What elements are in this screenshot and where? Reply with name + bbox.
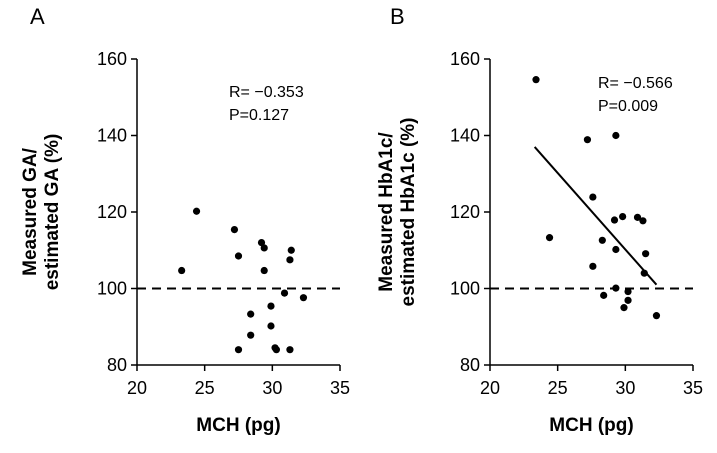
data-point [260, 266, 268, 275]
y-axis-title-line: estimated GA (%) [42, 134, 63, 291]
data-point [247, 310, 255, 318]
x-tick-label: 25 [548, 378, 568, 398]
panel-label: B [390, 4, 405, 29]
data-point [286, 256, 294, 264]
data-point [257, 239, 266, 247]
data-point [589, 193, 597, 201]
y-tick-label: 160 [450, 49, 480, 69]
data-point [612, 284, 620, 292]
y-tick-label: 120 [450, 202, 480, 222]
x-tick-label: 35 [683, 378, 703, 398]
y-axis-title-line: estimated HbA1c (%) [398, 118, 419, 307]
x-tick-label: 20 [480, 378, 500, 398]
data-point [287, 246, 295, 254]
x-tick-label: 35 [330, 378, 350, 398]
y-tick-label: 140 [450, 126, 480, 146]
y-tick-label: 120 [97, 202, 127, 222]
data-point [612, 245, 620, 254]
y-tick-label: 140 [97, 126, 127, 146]
data-point [610, 216, 619, 224]
data-point [633, 213, 642, 221]
data-point [280, 289, 289, 297]
data-point [260, 244, 268, 252]
data-point [640, 269, 648, 277]
y-tick-label: 80 [107, 355, 127, 375]
data-point [286, 346, 294, 354]
x-tick-label: 20 [127, 378, 147, 398]
x-axis-title: MCH (pg) [196, 415, 280, 436]
data-point [234, 252, 243, 260]
data-point [545, 234, 554, 242]
data-point [600, 291, 608, 299]
y-axis-title-line: Measured GA/ [20, 147, 41, 275]
data-point [272, 346, 280, 354]
data-point [619, 212, 627, 221]
x-tick-label: 30 [615, 378, 635, 398]
data-point [598, 236, 606, 244]
data-point [589, 262, 597, 270]
y-axis-title-line: Measured HbA1c/ [376, 132, 397, 292]
p-value-label: P=0.127 [229, 107, 289, 124]
y-tick-label: 100 [450, 279, 480, 299]
data-point [620, 304, 628, 312]
correlation-r-label: R= −0.566 [598, 75, 673, 92]
x-tick-label: 25 [195, 378, 215, 398]
regression-line [533, 146, 658, 286]
data-point [624, 296, 632, 304]
y-tick-label: 160 [97, 49, 127, 69]
data-point [247, 331, 255, 339]
data-point [178, 266, 186, 275]
panel-label: A [30, 4, 45, 29]
data-point [267, 302, 275, 310]
data-point [624, 287, 632, 296]
data-point [642, 250, 650, 258]
data-point [532, 76, 540, 84]
data-point [267, 322, 275, 330]
y-tick-label: 100 [97, 279, 127, 299]
data-point [192, 207, 201, 215]
data-point [612, 131, 620, 140]
data-point [230, 225, 239, 234]
data-point [652, 312, 661, 320]
data-point [639, 217, 647, 225]
x-axis-title: MCH (pg) [549, 415, 633, 436]
p-value-label: P=0.009 [598, 98, 658, 115]
x-tick-label: 30 [262, 378, 282, 398]
correlation-r-label: R= −0.353 [229, 84, 304, 101]
y-tick-label: 80 [460, 355, 480, 375]
data-point [234, 346, 243, 354]
data-point [299, 294, 308, 302]
data-point [583, 136, 592, 144]
